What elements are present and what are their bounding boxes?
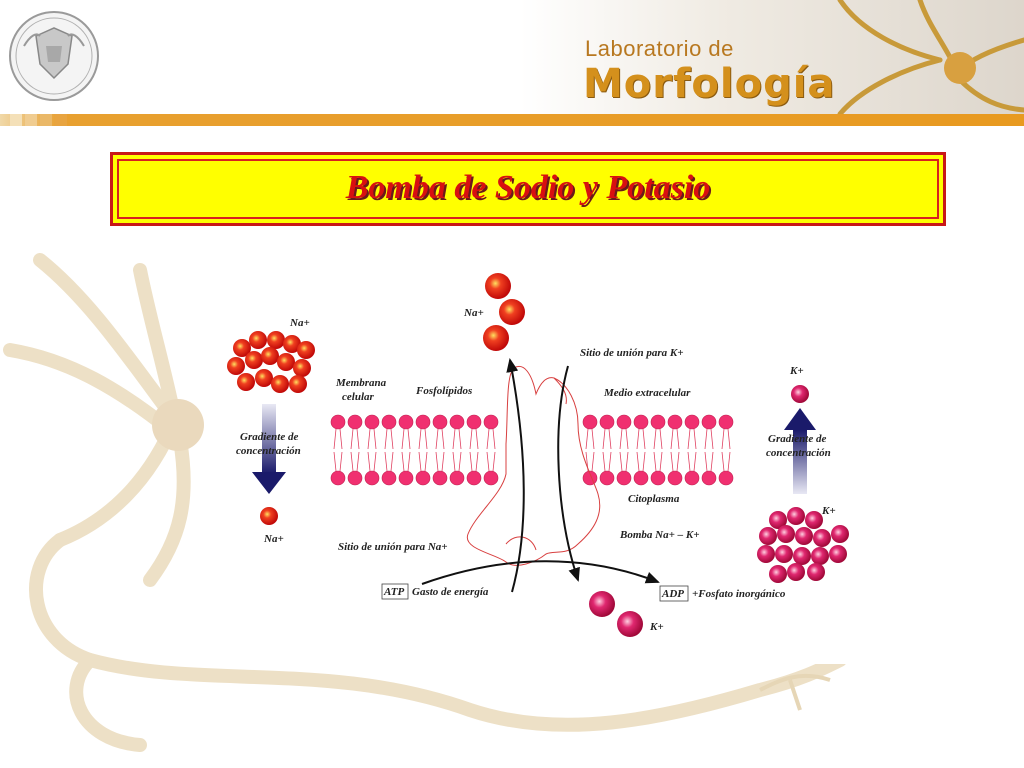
na-exit-arrow	[506, 358, 525, 593]
title-banner: Bomba de Sodio y Potasio	[110, 152, 946, 226]
label-gradient-left-2: concentración	[236, 445, 301, 457]
label-fosfolipidos: Fosfolípidos	[415, 385, 472, 397]
label-na-bottom-left: Na+	[263, 533, 284, 545]
label-adp: ADP	[661, 588, 684, 600]
k-ion-pair-bottom	[589, 591, 643, 637]
membrane-right-segment	[582, 414, 734, 486]
slide-header: Laboratorio de Morfología	[0, 0, 1024, 130]
label-gradient-right-2: concentración	[766, 447, 831, 459]
k-ion-cluster-right	[757, 507, 849, 583]
label-k-bottom: K+	[649, 621, 664, 633]
lab-title-big: Morfología	[583, 61, 836, 107]
k-ion-single-right	[791, 385, 809, 403]
gradient-arrow-up-right	[784, 408, 816, 494]
k-binding-site	[553, 377, 567, 405]
atp-box	[381, 583, 409, 600]
na-ion-single-left	[260, 507, 278, 525]
membrane-left-segment	[330, 414, 499, 486]
na-k-pump-protein-outline	[467, 366, 601, 566]
na-binding-site	[505, 536, 537, 551]
label-k-top-right: K+	[789, 365, 804, 377]
na-ion-cluster-left	[227, 331, 315, 393]
lab-title-small: Laboratorio de	[585, 36, 734, 61]
label-na-top-center: Na+	[463, 307, 484, 319]
label-membrana-2: celular	[342, 391, 374, 403]
label-na-top-left: Na+	[289, 317, 310, 329]
label-gasto: Gasto de energía	[412, 586, 489, 598]
label-sitio-k: Sitio de unión para K+	[580, 347, 683, 359]
background-neuron-illustration	[3, 253, 847, 752]
header-neuron-photo	[520, 0, 1024, 114]
slide-title: Bomba de Sodio y Potasio	[345, 169, 711, 206]
label-fosfato: +Fosfato inorgánico	[692, 588, 786, 600]
university-crest-logo	[9, 11, 99, 101]
header-orange-bar	[0, 114, 1024, 126]
label-citoplasma: Citoplasma	[628, 493, 680, 505]
na-ion-cluster-top	[483, 273, 525, 351]
label-medio-extracelular: Medio extracelular	[603, 387, 691, 399]
label-membrana-1: Membrana	[335, 377, 387, 389]
label-bomba: Bomba Na+ – K+	[619, 529, 699, 541]
label-sitio-na: Sitio de unión para Na+	[338, 541, 448, 553]
k-entry-arrow	[557, 365, 580, 582]
sodium-potassium-pump-diagram: Na+ Gradiente de concentración Na+	[206, 244, 858, 664]
label-atp: ATP	[383, 586, 404, 598]
header-squares-decoration	[10, 114, 67, 126]
label-k-right-cluster: K+	[821, 505, 836, 517]
label-gradient-right-1: Gradiente de	[768, 433, 826, 445]
energy-arrow	[421, 560, 660, 585]
adp-box	[659, 585, 689, 602]
label-gradient-left-1: Gradiente de	[240, 431, 298, 443]
gradient-arrow-down-left	[252, 404, 286, 494]
